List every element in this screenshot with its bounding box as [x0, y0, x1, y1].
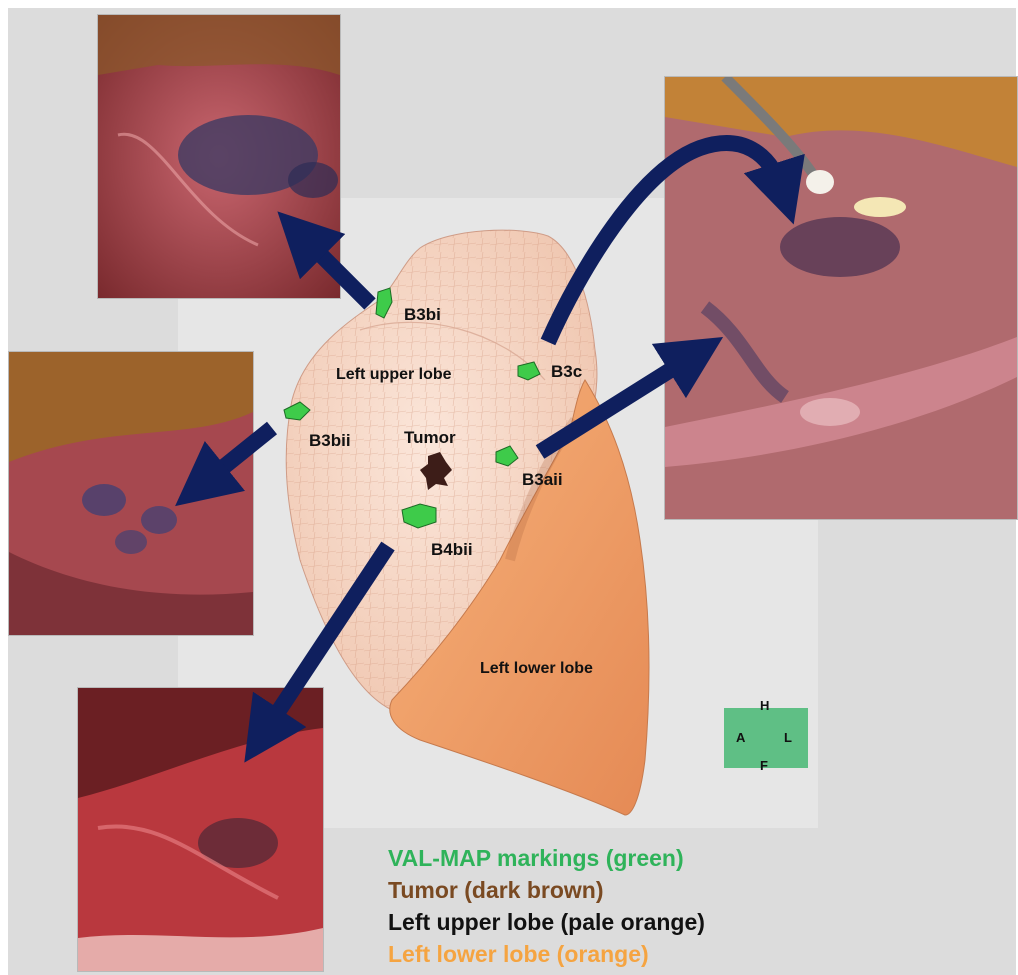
orientation-h: H	[760, 698, 769, 713]
legend-item-valmap: VAL-MAP markings (green)	[388, 842, 705, 874]
label-tumor: Tumor	[404, 428, 456, 448]
legend-item-lower-lobe: Left lower lobe (orange)	[388, 938, 705, 970]
photo-b3bi	[97, 14, 341, 299]
photo-b4bii	[77, 687, 324, 972]
label-left-lower-lobe: Left lower lobe	[480, 660, 593, 678]
label-left-upper-lobe: Left upper lobe	[336, 366, 452, 384]
legend-item-tumor: Tumor (dark brown)	[388, 874, 705, 906]
label-b3bii: B3bii	[309, 431, 351, 451]
photo-b3bii	[8, 351, 254, 636]
label-b3c: B3c	[551, 362, 582, 382]
orientation-a: A	[736, 730, 745, 745]
label-b3aii: B3aii	[522, 470, 563, 490]
orientation-l: L	[784, 730, 792, 745]
orientation-f: F	[760, 758, 768, 773]
legend-item-upper-lobe: Left upper lobe (pale orange)	[388, 906, 705, 938]
orientation-indicator: H A L F	[724, 708, 808, 768]
legend: VAL-MAP markings (green) Tumor (dark bro…	[388, 842, 705, 970]
photo-b3c-b3aii	[664, 76, 1018, 520]
label-b3bi: B3bi	[404, 305, 441, 325]
label-b4bii: B4bii	[431, 540, 473, 560]
